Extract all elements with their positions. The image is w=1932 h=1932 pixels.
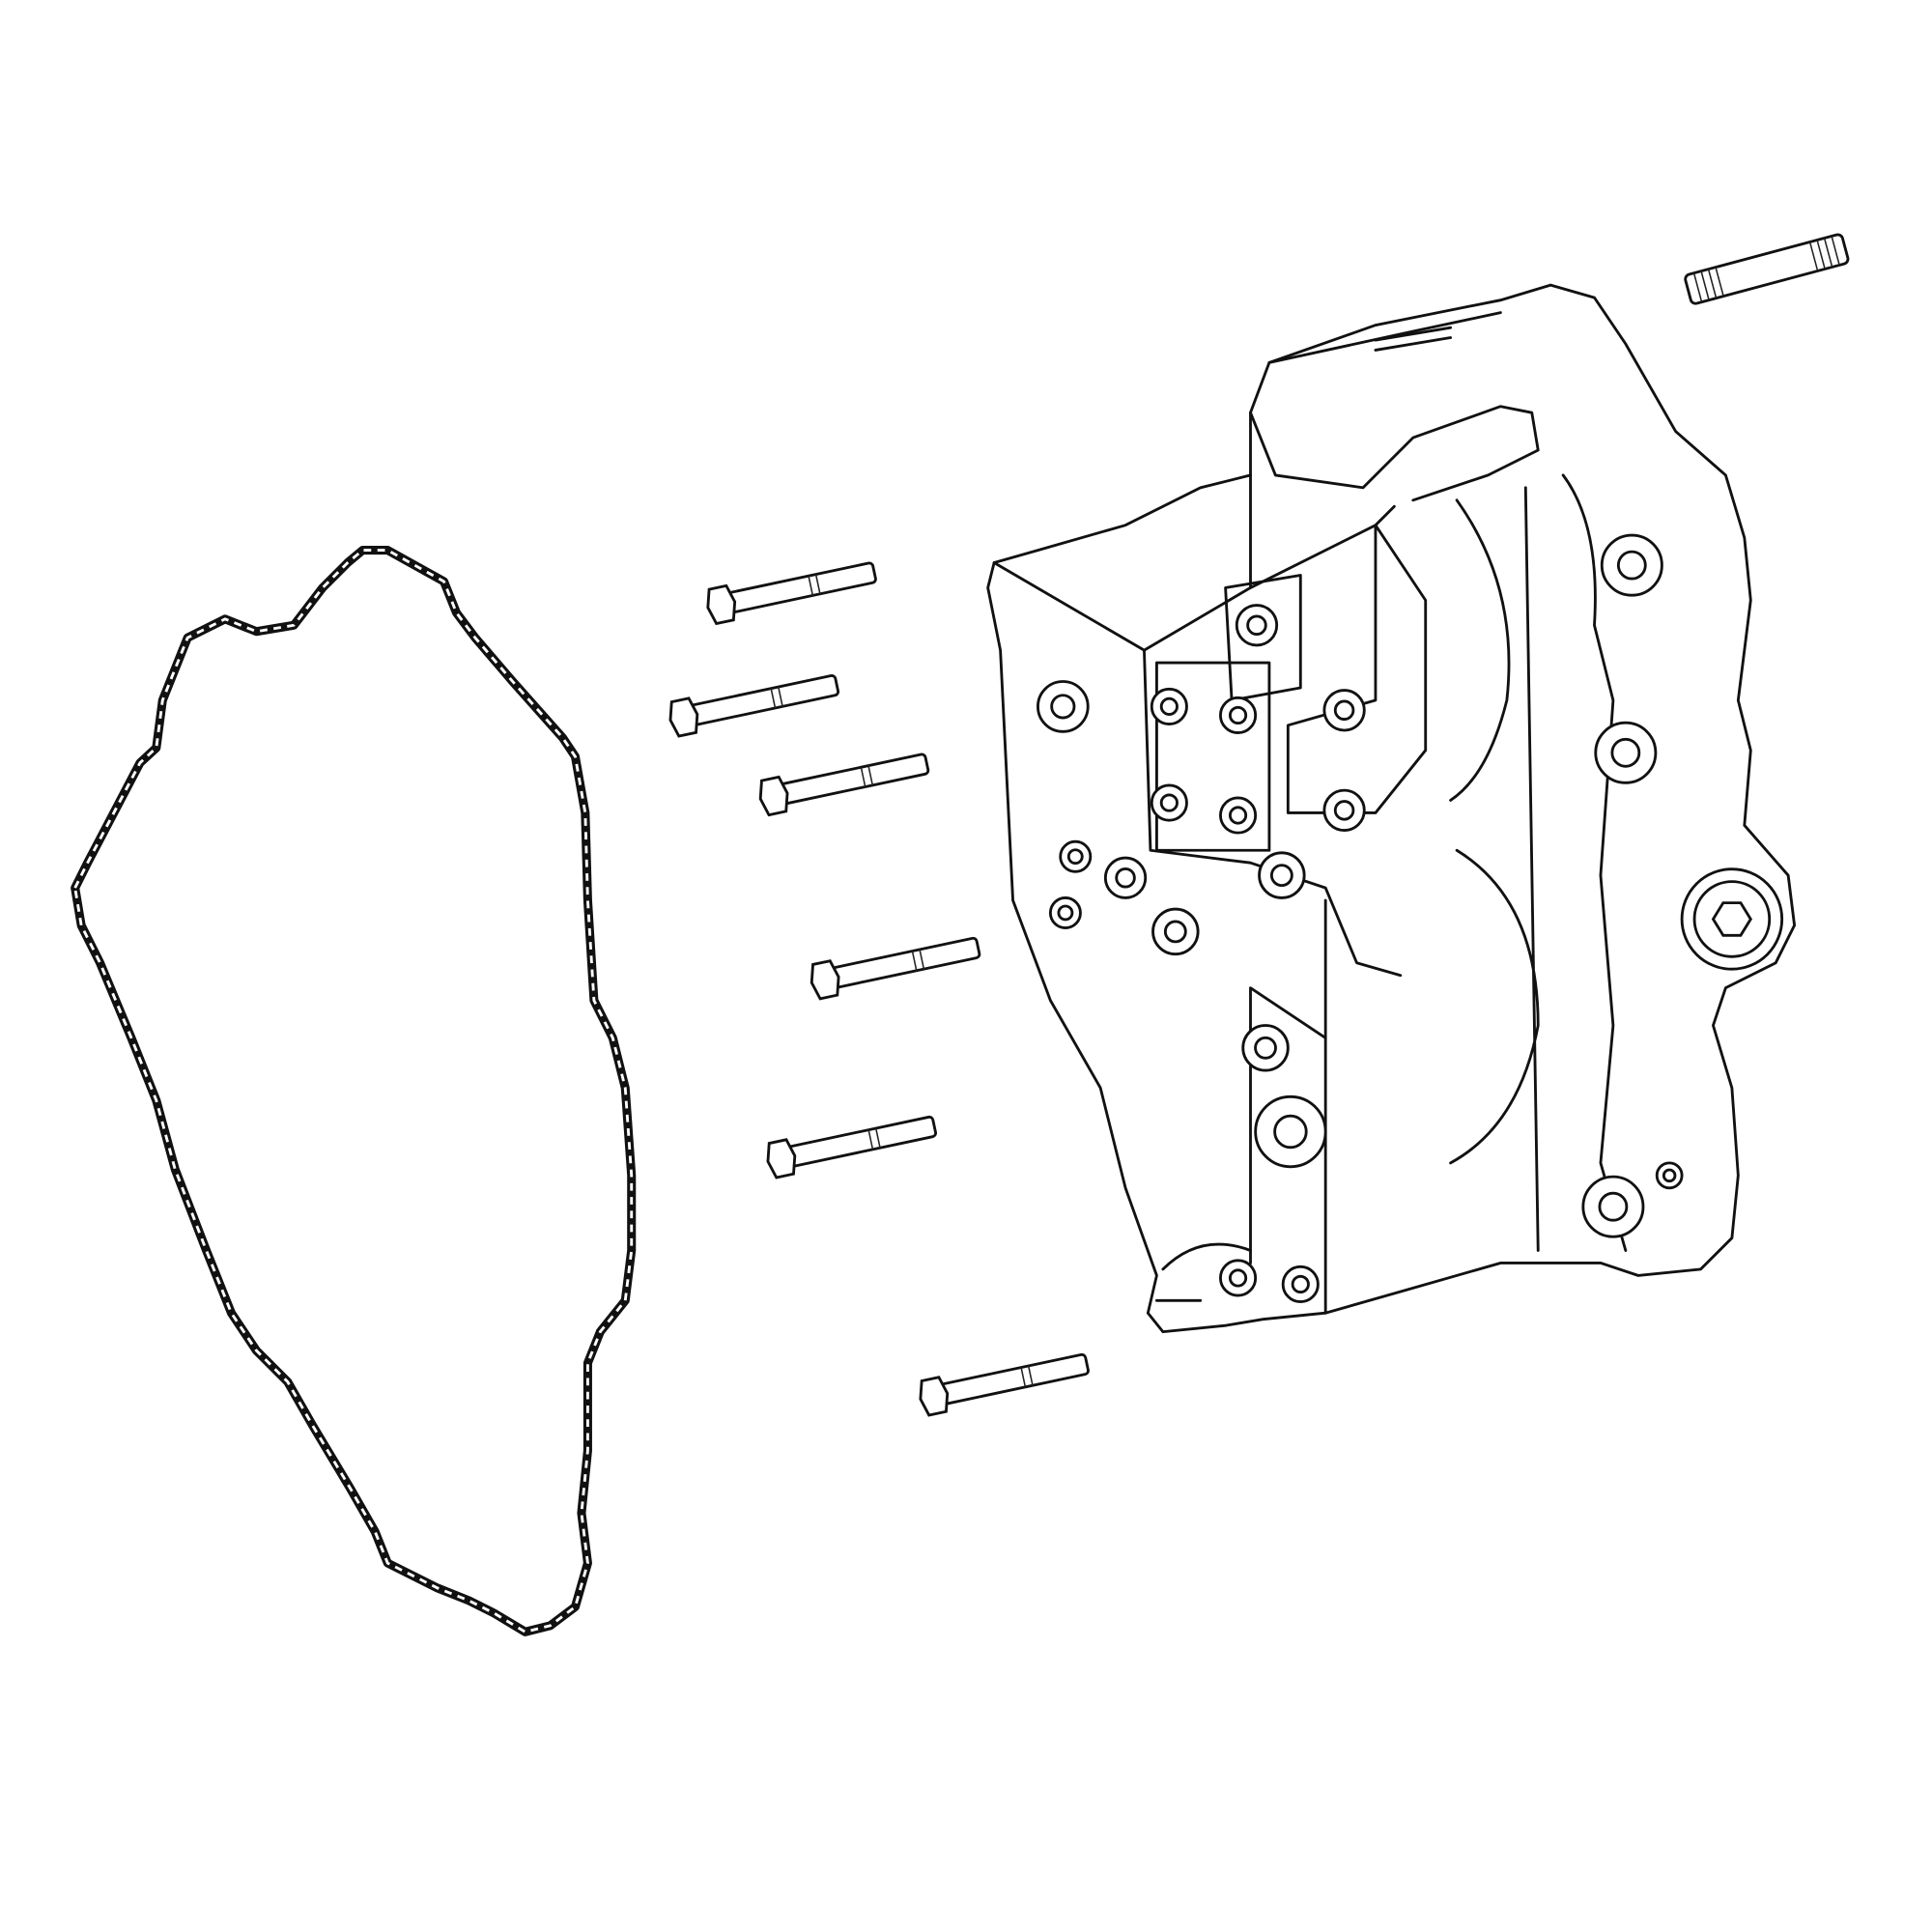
gasket <box>71 546 637 1636</box>
mounting-boss <box>1103 856 1148 899</box>
bolt <box>706 561 877 626</box>
mounting-boss <box>1322 788 1366 832</box>
mounting-boss <box>1281 1264 1320 1303</box>
mounting-boss <box>1219 1259 1258 1297</box>
bolt <box>919 1352 1090 1417</box>
mounting-boss <box>1037 680 1090 733</box>
mounting-boss <box>1258 851 1306 899</box>
mounting-boss <box>1219 696 1258 734</box>
mounting-boss <box>1600 533 1663 597</box>
top-ribs <box>1374 326 1453 352</box>
bolt <box>758 753 930 817</box>
bolt <box>810 936 981 1001</box>
mounting-boss <box>1254 1094 1327 1169</box>
mounting-boss <box>1235 604 1279 647</box>
mounting-boss <box>1581 1175 1645 1238</box>
mounting-boss <box>1059 839 1093 873</box>
housing-cover <box>986 283 1797 1334</box>
mounting-boss <box>1150 687 1188 725</box>
mounting-boss <box>1655 1161 1684 1190</box>
mounting-boss <box>1048 896 1082 929</box>
mounting-boss <box>1151 907 1200 956</box>
mounting-boss <box>1150 783 1188 822</box>
mounting-boss <box>1322 689 1366 732</box>
mounting-boss <box>1594 721 1658 784</box>
bolt <box>668 673 840 738</box>
drain-plug <box>1680 867 1784 971</box>
mounting-boss <box>1241 1024 1290 1072</box>
threaded-stud <box>1684 233 1850 305</box>
mounting-boss <box>1219 796 1258 835</box>
bolt <box>766 1115 937 1179</box>
